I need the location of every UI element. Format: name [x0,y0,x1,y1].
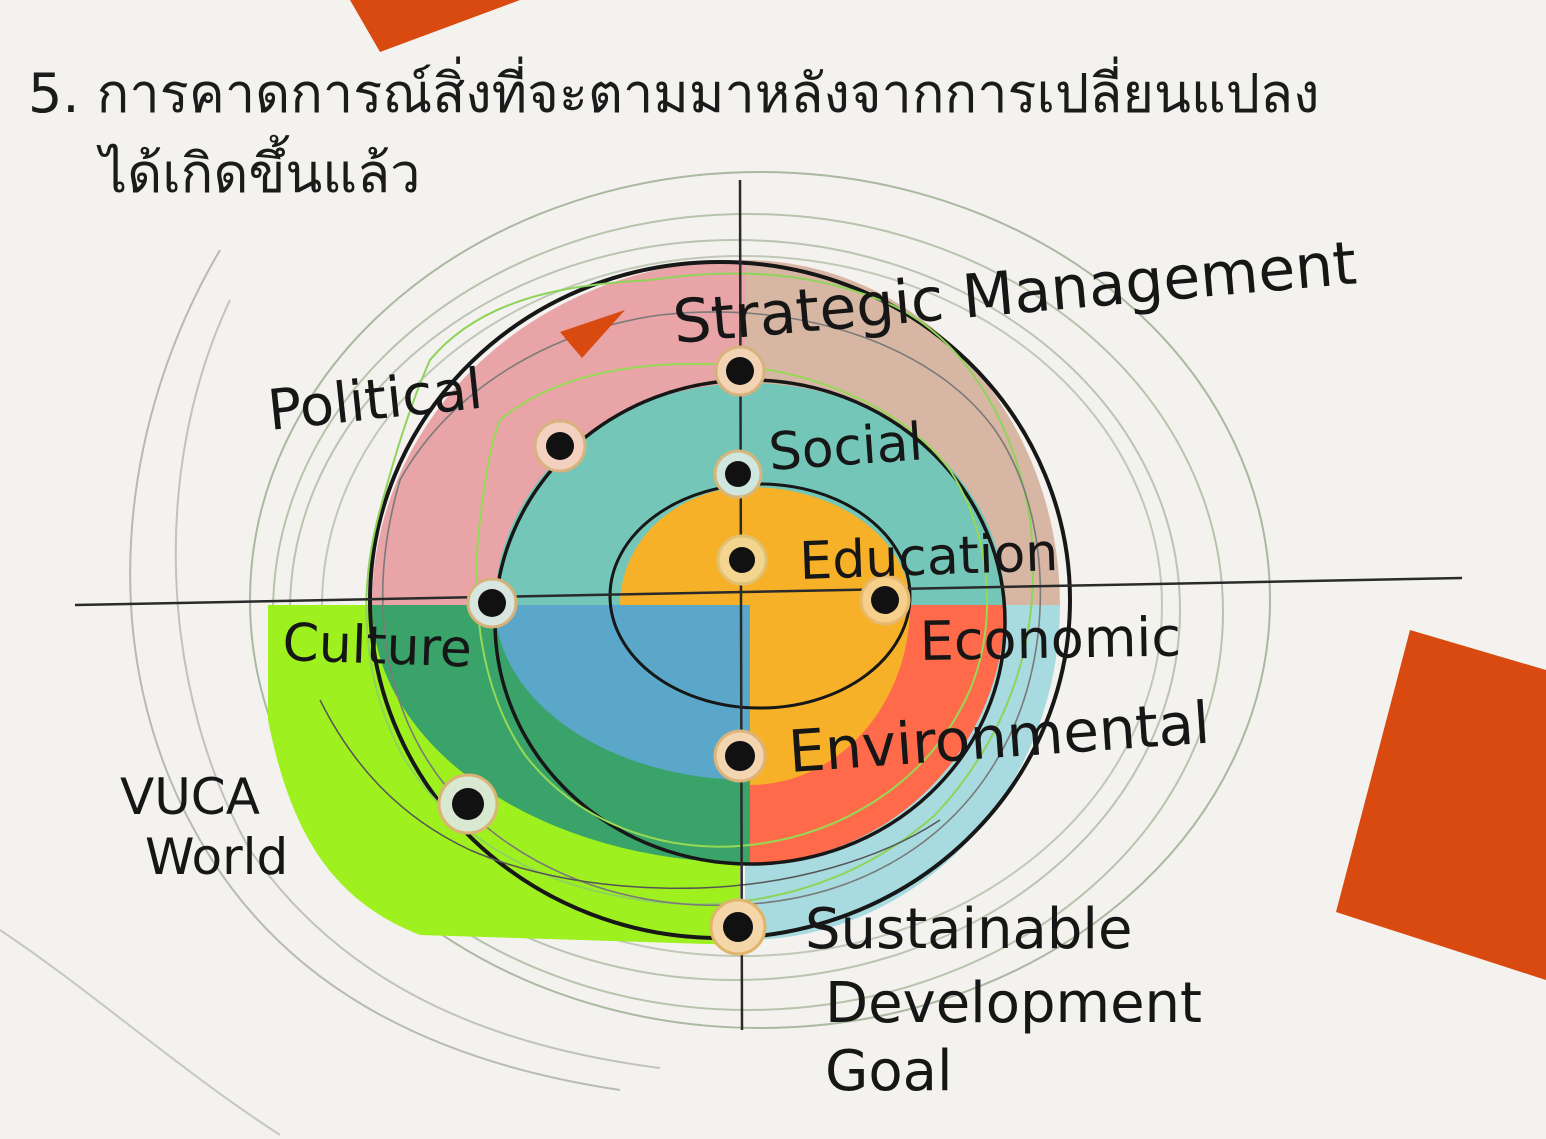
outer-sweep-line-2 [174,299,661,1069]
label-sdg-line-3: Goal [825,1039,953,1104]
node-education [716,534,768,586]
outer-sweep-line-1 [129,249,621,1091]
scribble-gray-2 [319,699,941,889]
right-orange-shape [1336,630,1546,980]
node-economic [859,574,911,626]
node-social [713,449,763,499]
scribble-lime-1 [365,272,1035,906]
outer-sweep-line-3 [0,929,281,1136]
heading-line-2: ได้เกิดขึ้นแล้ว [96,135,421,205]
horizontal-axis [74,576,1463,607]
label-sdg-line-2: Development [825,971,1202,1036]
orange-triangle-marker [560,310,625,358]
heading-line-1: 5. การคาดการณ์สิ่งที่จะตามมาหลังจากการเป… [28,56,1319,125]
node-vuca [437,773,499,835]
top-orange-shape [350,0,520,52]
label-vuca-line-1: VUCA [120,768,260,826]
label-education: Education [798,523,1059,592]
node-environmental [713,729,767,783]
label-economic: Economic [919,605,1181,673]
label-culture: Culture [282,613,473,680]
node-strategic [714,345,766,397]
middle-ring-blue [495,605,750,780]
vertical-axis [738,179,744,1031]
label-vuca-line-2: World [145,828,288,886]
label-strategic-management: Strategic Management [670,228,1359,357]
label-social: Social [767,412,925,483]
core-education [620,487,910,605]
node-political [533,419,587,473]
node-culture [466,577,518,629]
label-sdg-line-1: Sustainable [805,897,1132,962]
node-sdg [709,898,767,956]
outer-loop-1 [249,171,1271,1029]
